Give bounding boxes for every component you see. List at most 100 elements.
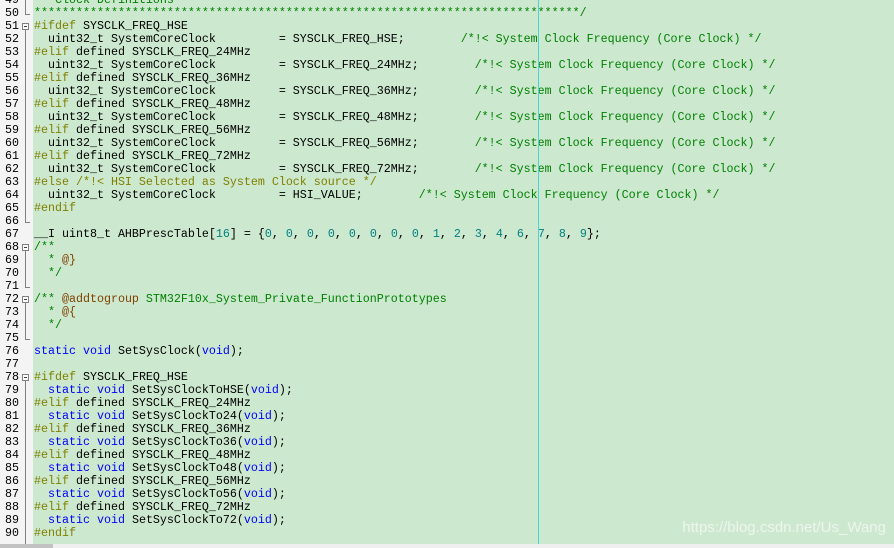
line-number: 65	[5, 200, 19, 215]
code-token: void	[243, 512, 272, 527]
code-token: ,	[439, 226, 454, 241]
code-line: #ifdef SYSCLK_FREQ_HSE	[34, 370, 188, 384]
code-token: uint32_t SystemCoreClock = SYSCLK_FREQ_3…	[34, 83, 475, 98]
code-token: #ifdef	[34, 18, 76, 33]
code-token: #elif	[34, 447, 69, 462]
line-number: 73	[5, 304, 19, 319]
fold-collapse-icon[interactable]	[22, 243, 29, 251]
code-token	[34, 409, 48, 423]
code-line: #else /*!< HSI Selected as System Clock …	[34, 175, 377, 189]
line-number: 72	[5, 291, 19, 306]
code-token: /*!< System Clock Frequency (Core Clock)…	[474, 57, 776, 72]
fold-end-tick	[25, 286, 30, 288]
code-token: 3	[474, 226, 482, 241]
code-token: #elif	[34, 70, 69, 85]
line-number: 78	[5, 369, 19, 384]
line-number: 83	[5, 434, 19, 449]
code-token: defined SYSCLK_FREQ_24MHz	[68, 395, 251, 410]
code-token: static void	[48, 434, 125, 449]
code-token: *	[34, 304, 62, 319]
line-number: 90	[5, 525, 19, 540]
code-token: ,	[271, 226, 286, 241]
fold-collapse-icon[interactable]	[22, 295, 29, 303]
code-token: static void	[48, 382, 125, 397]
horizontal-scrollbar[interactable]	[0, 544, 894, 548]
line-number: 59	[5, 122, 19, 137]
fold-line	[25, 0, 26, 14]
code-line: * Clock Definitions	[34, 0, 174, 7]
code-line: #endif	[34, 526, 76, 540]
code-token: SetSysClockTo56(	[124, 486, 244, 501]
line-number: 58	[5, 109, 19, 124]
code-token: SetSysClockToHSE(	[124, 382, 251, 397]
code-token: ,	[565, 226, 580, 241]
code-token: */	[34, 265, 62, 280]
code-editor[interactable]: * Clock Definitions*********************…	[33, 0, 894, 544]
code-token: /*!< System Clock Frequency (Core Clock)…	[474, 135, 776, 150]
code-token: );	[271, 434, 286, 449]
code-line: __I uint8_t AHBPrescTable[16] = {0, 0, 0…	[34, 226, 601, 241]
code-token: 6	[516, 226, 524, 241]
line-number: 87	[5, 486, 19, 501]
line-number: 76	[5, 343, 19, 358]
code-line: uint32_t SystemCoreClock = SYSCLK_FREQ_5…	[34, 135, 776, 150]
code-line: uint32_t SystemCoreClock = SYSCLK_FREQ_H…	[34, 31, 762, 46]
line-number: 82	[5, 421, 19, 436]
line-number: 57	[5, 96, 19, 111]
line-number: 50	[5, 5, 19, 20]
line-number: 63	[5, 174, 19, 189]
code-line: static void SetSysClockTo72(void);	[34, 512, 286, 527]
code-token: #endif	[34, 200, 76, 215]
code-token: SetSysClock(	[110, 343, 202, 358]
code-token: );	[271, 460, 286, 475]
fold-collapse-icon[interactable]	[22, 373, 29, 381]
code-token: uint32_t SystemCoreClock = HSI_VALUE;	[34, 187, 419, 202]
code-token: 8	[558, 226, 566, 241]
code-line: uint32_t SystemCoreClock = HSI_VALUE; /*…	[34, 187, 720, 202]
line-number: 52	[5, 31, 19, 46]
line-number: 67	[5, 226, 19, 241]
line-number-gutter: 4950515253545556575859606162636465666768…	[0, 0, 33, 544]
code-line: static void SetSysClock(void);	[34, 343, 244, 358]
line-number: 84	[5, 447, 19, 462]
code-token: defined SYSCLK_FREQ_48MHz	[68, 447, 251, 462]
code-token: static void	[48, 460, 125, 475]
code-token: );	[271, 512, 286, 527]
code-token: defined SYSCLK_FREQ_36MHz	[68, 421, 251, 436]
line-number: 62	[5, 161, 19, 176]
line-number: 70	[5, 265, 19, 280]
line-number: 64	[5, 187, 19, 202]
code-token: #elif	[34, 395, 69, 410]
line-number: 74	[5, 317, 19, 332]
code-token: #elif	[34, 499, 69, 514]
line-number: 55	[5, 70, 19, 85]
fold-line	[25, 29, 26, 222]
code-line: static void SetSysClockTo36(void);	[34, 434, 286, 449]
code-token: 7	[537, 226, 545, 241]
code-token: void	[250, 382, 279, 397]
code-token: ,	[544, 226, 559, 241]
code-token: #elif	[34, 421, 69, 436]
line-number: 69	[5, 252, 19, 267]
code-line: #endif	[34, 200, 76, 215]
code-token: uint32_t SystemCoreClock = SYSCLK_FREQ_4…	[34, 109, 475, 124]
code-token: static void	[48, 486, 125, 501]
code-token: ,	[355, 226, 370, 241]
code-token: ,	[460, 226, 475, 241]
code-token: ,	[376, 226, 391, 241]
line-number: 85	[5, 460, 19, 475]
code-line: #elif defined SYSCLK_FREQ_72MHz	[34, 499, 251, 514]
code-line: #elif defined SYSCLK_FREQ_36MHz	[34, 421, 251, 436]
code-line: #elif defined SYSCLK_FREQ_36MHz	[34, 70, 251, 85]
code-token: SetSysClockTo36(	[124, 434, 244, 449]
fold-collapse-icon[interactable]	[22, 22, 29, 30]
line-number: 68	[5, 239, 19, 254]
code-token	[34, 513, 48, 527]
code-token: SetSysClockTo48(	[124, 460, 244, 475]
code-token: uint32_t SystemCoreClock = SYSCLK_FREQ_H…	[34, 31, 461, 46]
code-token: 0	[390, 226, 398, 241]
code-token: ,	[334, 226, 349, 241]
column-guide-line	[538, 0, 539, 544]
code-line: static void SetSysClockToHSE(void);	[34, 382, 293, 397]
scrollbar-thumb[interactable]	[0, 544, 53, 548]
